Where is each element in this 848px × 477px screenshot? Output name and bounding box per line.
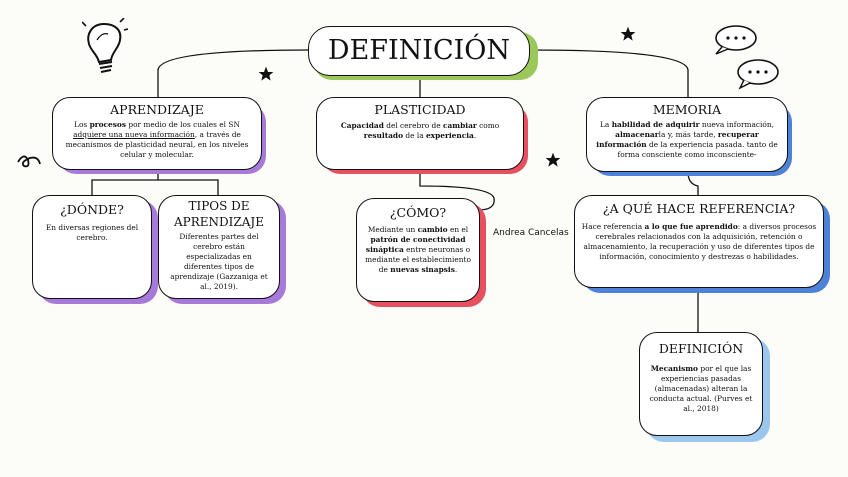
aprendizaje-title: APRENDIZAJE: [110, 102, 204, 117]
star-icon-3: [545, 152, 561, 167]
plasticidad-box: PLASTICIDAD Capacidad del cerebro de cam…: [316, 97, 524, 170]
aprendizaje-text: Los procesos por medio de los cuales el …: [65, 120, 249, 159]
connector-title-aprendizaje: [157, 49, 309, 97]
main-title-box: DEFINICIÓN: [308, 26, 530, 76]
como-box: ¿CÓMO? Mediante un cambio en el patrón d…: [356, 198, 480, 302]
definicion-title: DEFINICIÓN: [658, 341, 744, 356]
tipos-title: TIPOS DE APRENDIZAJE: [174, 199, 264, 229]
donde-box: ¿DÓNDE? En diversas regiones del cerebro…: [32, 195, 152, 299]
donde-text: En diversas regiones del cerebro.: [45, 223, 139, 242]
como-title: ¿CÓMO?: [389, 205, 447, 220]
definicion-box: DEFINICIÓN Mecanismo por el que las expe…: [639, 332, 763, 436]
author-name: Andrea Cancelas: [493, 228, 569, 238]
donde-title: ¿DÓNDE?: [60, 202, 124, 217]
main-title: DEFINICIÓN: [327, 35, 511, 66]
lightbulb-icon: [82, 18, 128, 73]
memoria-title: MEMORIA: [652, 102, 722, 117]
plasticidad-title: PLASTICIDAD: [374, 102, 466, 117]
connector-title-memoria: [529, 49, 689, 97]
connector-aprendizaje-children: [91, 170, 219, 195]
referencia-box: ¿A QUÉ HACE REFERENCIA? Hace referencia …: [574, 195, 824, 288]
como-text: Mediante un cambio en el patrón de conec…: [365, 225, 471, 274]
referencia-title: ¿A QUÉ HACE REFERENCIA?: [602, 201, 796, 216]
referencia-text: Hace referencia a lo que fue aprendido: …: [581, 222, 817, 261]
aprendizaje-box: APRENDIZAJE Los procesos por medio de lo…: [52, 97, 262, 170]
connector-plasticidad-como: [419, 170, 495, 211]
star-icon: [258, 66, 274, 81]
tipos-box: TIPOS DE APRENDIZAJE Diferentes partes d…: [158, 195, 280, 299]
speech-bubbles-icon: [715, 25, 779, 90]
definicion-text: Mecanismo por el que las experiencias pa…: [649, 364, 753, 413]
memoria-box: MEMORIA La habilidad de adquirir nueva i…: [586, 97, 788, 172]
plasticidad-text: Capacidad del cerebro de cambiar como re…: [340, 121, 500, 140]
tipos-text: Diferentes partes del cerebro están espe…: [170, 232, 268, 291]
memoria-text: La habilidad de adquirir nueva informaci…: [596, 120, 778, 159]
squiggle-icon: [17, 155, 41, 168]
star-icon-2: [620, 26, 636, 41]
